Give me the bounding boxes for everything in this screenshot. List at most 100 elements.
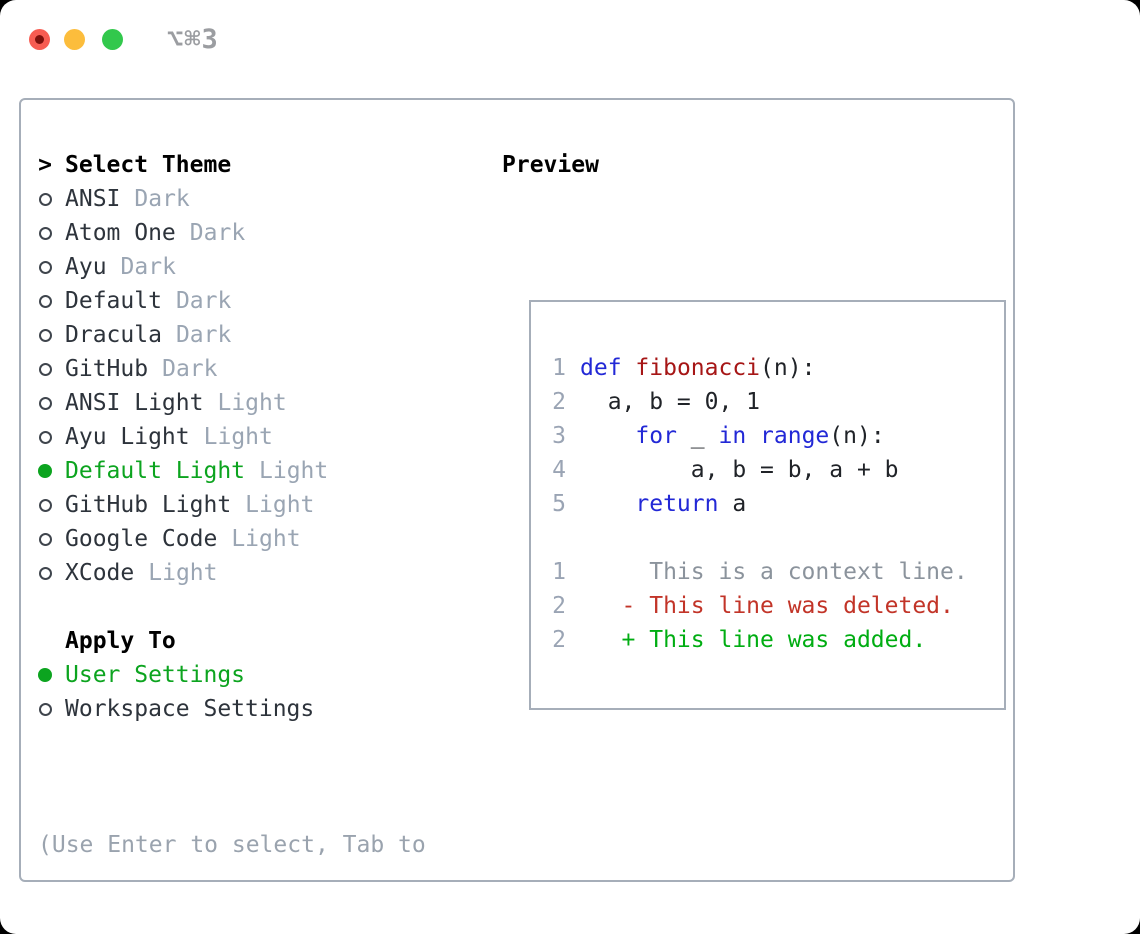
theme-item-name: Default Light (65, 458, 246, 484)
code-segment-function: fibonacci (635, 355, 761, 381)
code-segment-deleted: - This line was deleted. (580, 593, 954, 619)
theme-item[interactable]: Ayu Dark (38, 250, 328, 284)
keyboard-shortcut-label: ⌥⌘3 (167, 24, 219, 55)
code-segment-plain: (n): (760, 355, 816, 381)
theme-item-name: Default (65, 288, 162, 314)
line-number: 5 (552, 491, 566, 517)
radio-unselected-icon (38, 566, 52, 580)
code-segment-context: This is a context line. (580, 559, 968, 585)
code-line-content: for _ in range(n): (580, 423, 885, 449)
radio-unselected-icon (38, 532, 52, 546)
theme-item-variant: Dark (175, 288, 232, 314)
theme-item-name: GitHub Light (65, 492, 232, 518)
radio-unselected-icon (38, 498, 52, 512)
theme-item[interactable]: Dracula Dark (38, 318, 328, 352)
apply-to-item[interactable]: Workspace Settings (38, 692, 314, 726)
theme-item-name: ANSI Light (65, 390, 204, 416)
theme-item-name: Dracula (65, 322, 162, 348)
code-segment-added: + This line was added. (580, 627, 927, 653)
line-number: 1 (552, 559, 566, 585)
minimize-button[interactable] (64, 29, 85, 50)
code-segment-plain: a, b = 0, 1 (580, 389, 761, 415)
zoom-button[interactable] (102, 29, 123, 50)
code-line: 4 a, b = b, a + b (552, 453, 968, 487)
radio-unselected-icon (38, 328, 52, 342)
code-segment-plain: (n): (829, 423, 885, 449)
code-segment-keyword: in (718, 423, 747, 449)
theme-item-variant: Dark (162, 356, 218, 382)
code-line-content: a, b = 0, 1 (580, 389, 760, 415)
code-segment-plain: a (718, 491, 747, 517)
apply-to-item-name: User Settings (65, 662, 246, 688)
code-line-content: a, b = b, a + b (580, 457, 899, 483)
close-button[interactable] (29, 29, 50, 50)
radio-unselected-icon (38, 226, 52, 240)
cursor-prompt-icon: > (38, 152, 52, 178)
line-number: 4 (552, 457, 566, 483)
theme-item-name: Ayu Light (65, 424, 190, 450)
code-segment-plain (622, 355, 636, 381)
theme-list-header: >Select Theme (38, 148, 328, 182)
code-line (552, 521, 968, 555)
apply-to-item[interactable]: User Settings (38, 658, 314, 692)
radio-unselected-icon (38, 192, 52, 206)
theme-item-name: XCode (65, 560, 135, 586)
code-segment-keyword: return (635, 491, 719, 517)
theme-item-variant: Dark (175, 322, 232, 348)
code-segment-plain (580, 491, 635, 517)
help-line-2: change focus) (38, 930, 426, 934)
theme-item-variant: Dark (120, 254, 176, 280)
code-line: 2 + This line was added. (552, 623, 968, 657)
code-line: 2 - This line was deleted. (552, 589, 968, 623)
theme-item-name: Google Code (65, 526, 218, 552)
theme-item-variant: Light (217, 390, 287, 416)
line-number: 2 (552, 627, 566, 653)
radio-unselected-icon (38, 294, 52, 308)
apply-to-header: Apply To (38, 624, 314, 658)
code-segment-plain (580, 423, 635, 449)
radio-unselected-icon (38, 702, 52, 716)
code-line-content: - This line was deleted. (580, 593, 954, 619)
theme-item[interactable]: Default Dark (38, 284, 328, 318)
code-line: 1 This is a context line. (552, 555, 968, 589)
spacer (38, 634, 52, 648)
theme-item-name: Atom One (65, 220, 176, 246)
code-line-content: def fibonacci(n): (580, 355, 815, 381)
theme-item-name: GitHub (65, 356, 149, 382)
radio-selected-icon (38, 464, 52, 478)
theme-item-variant: Light (148, 560, 218, 586)
line-number: 3 (552, 423, 566, 449)
code-segment-plain: _ (676, 423, 719, 449)
theme-item-variant: Light (245, 492, 315, 518)
code-line-content: return a (580, 491, 746, 517)
code-segment-keyword: range (760, 423, 830, 449)
code-line: 3 for _ in range(n): (552, 419, 968, 453)
theme-item[interactable]: GitHub Dark (38, 352, 328, 386)
theme-item-name: Ayu (65, 254, 107, 280)
theme-item[interactable]: ANSI Light Light (38, 386, 328, 420)
close-dot-icon (35, 35, 44, 44)
theme-item[interactable]: GitHub Light Light (38, 488, 328, 522)
line-number: 1 (552, 355, 566, 381)
line-number: 2 (552, 389, 566, 415)
theme-item[interactable]: XCode Light (38, 556, 328, 590)
preview-title: Preview (502, 152, 599, 178)
radio-selected-icon (38, 668, 52, 682)
code-segment-keyword: def (580, 355, 622, 381)
code-line: 2 a, b = 0, 1 (552, 385, 968, 419)
code-line: 1 def fibonacci(n): (552, 351, 968, 385)
theme-item-variant: Dark (134, 186, 190, 212)
code-segment-plain (746, 423, 760, 449)
code-line: 5 return a (552, 487, 968, 521)
radio-unselected-icon (38, 260, 52, 274)
